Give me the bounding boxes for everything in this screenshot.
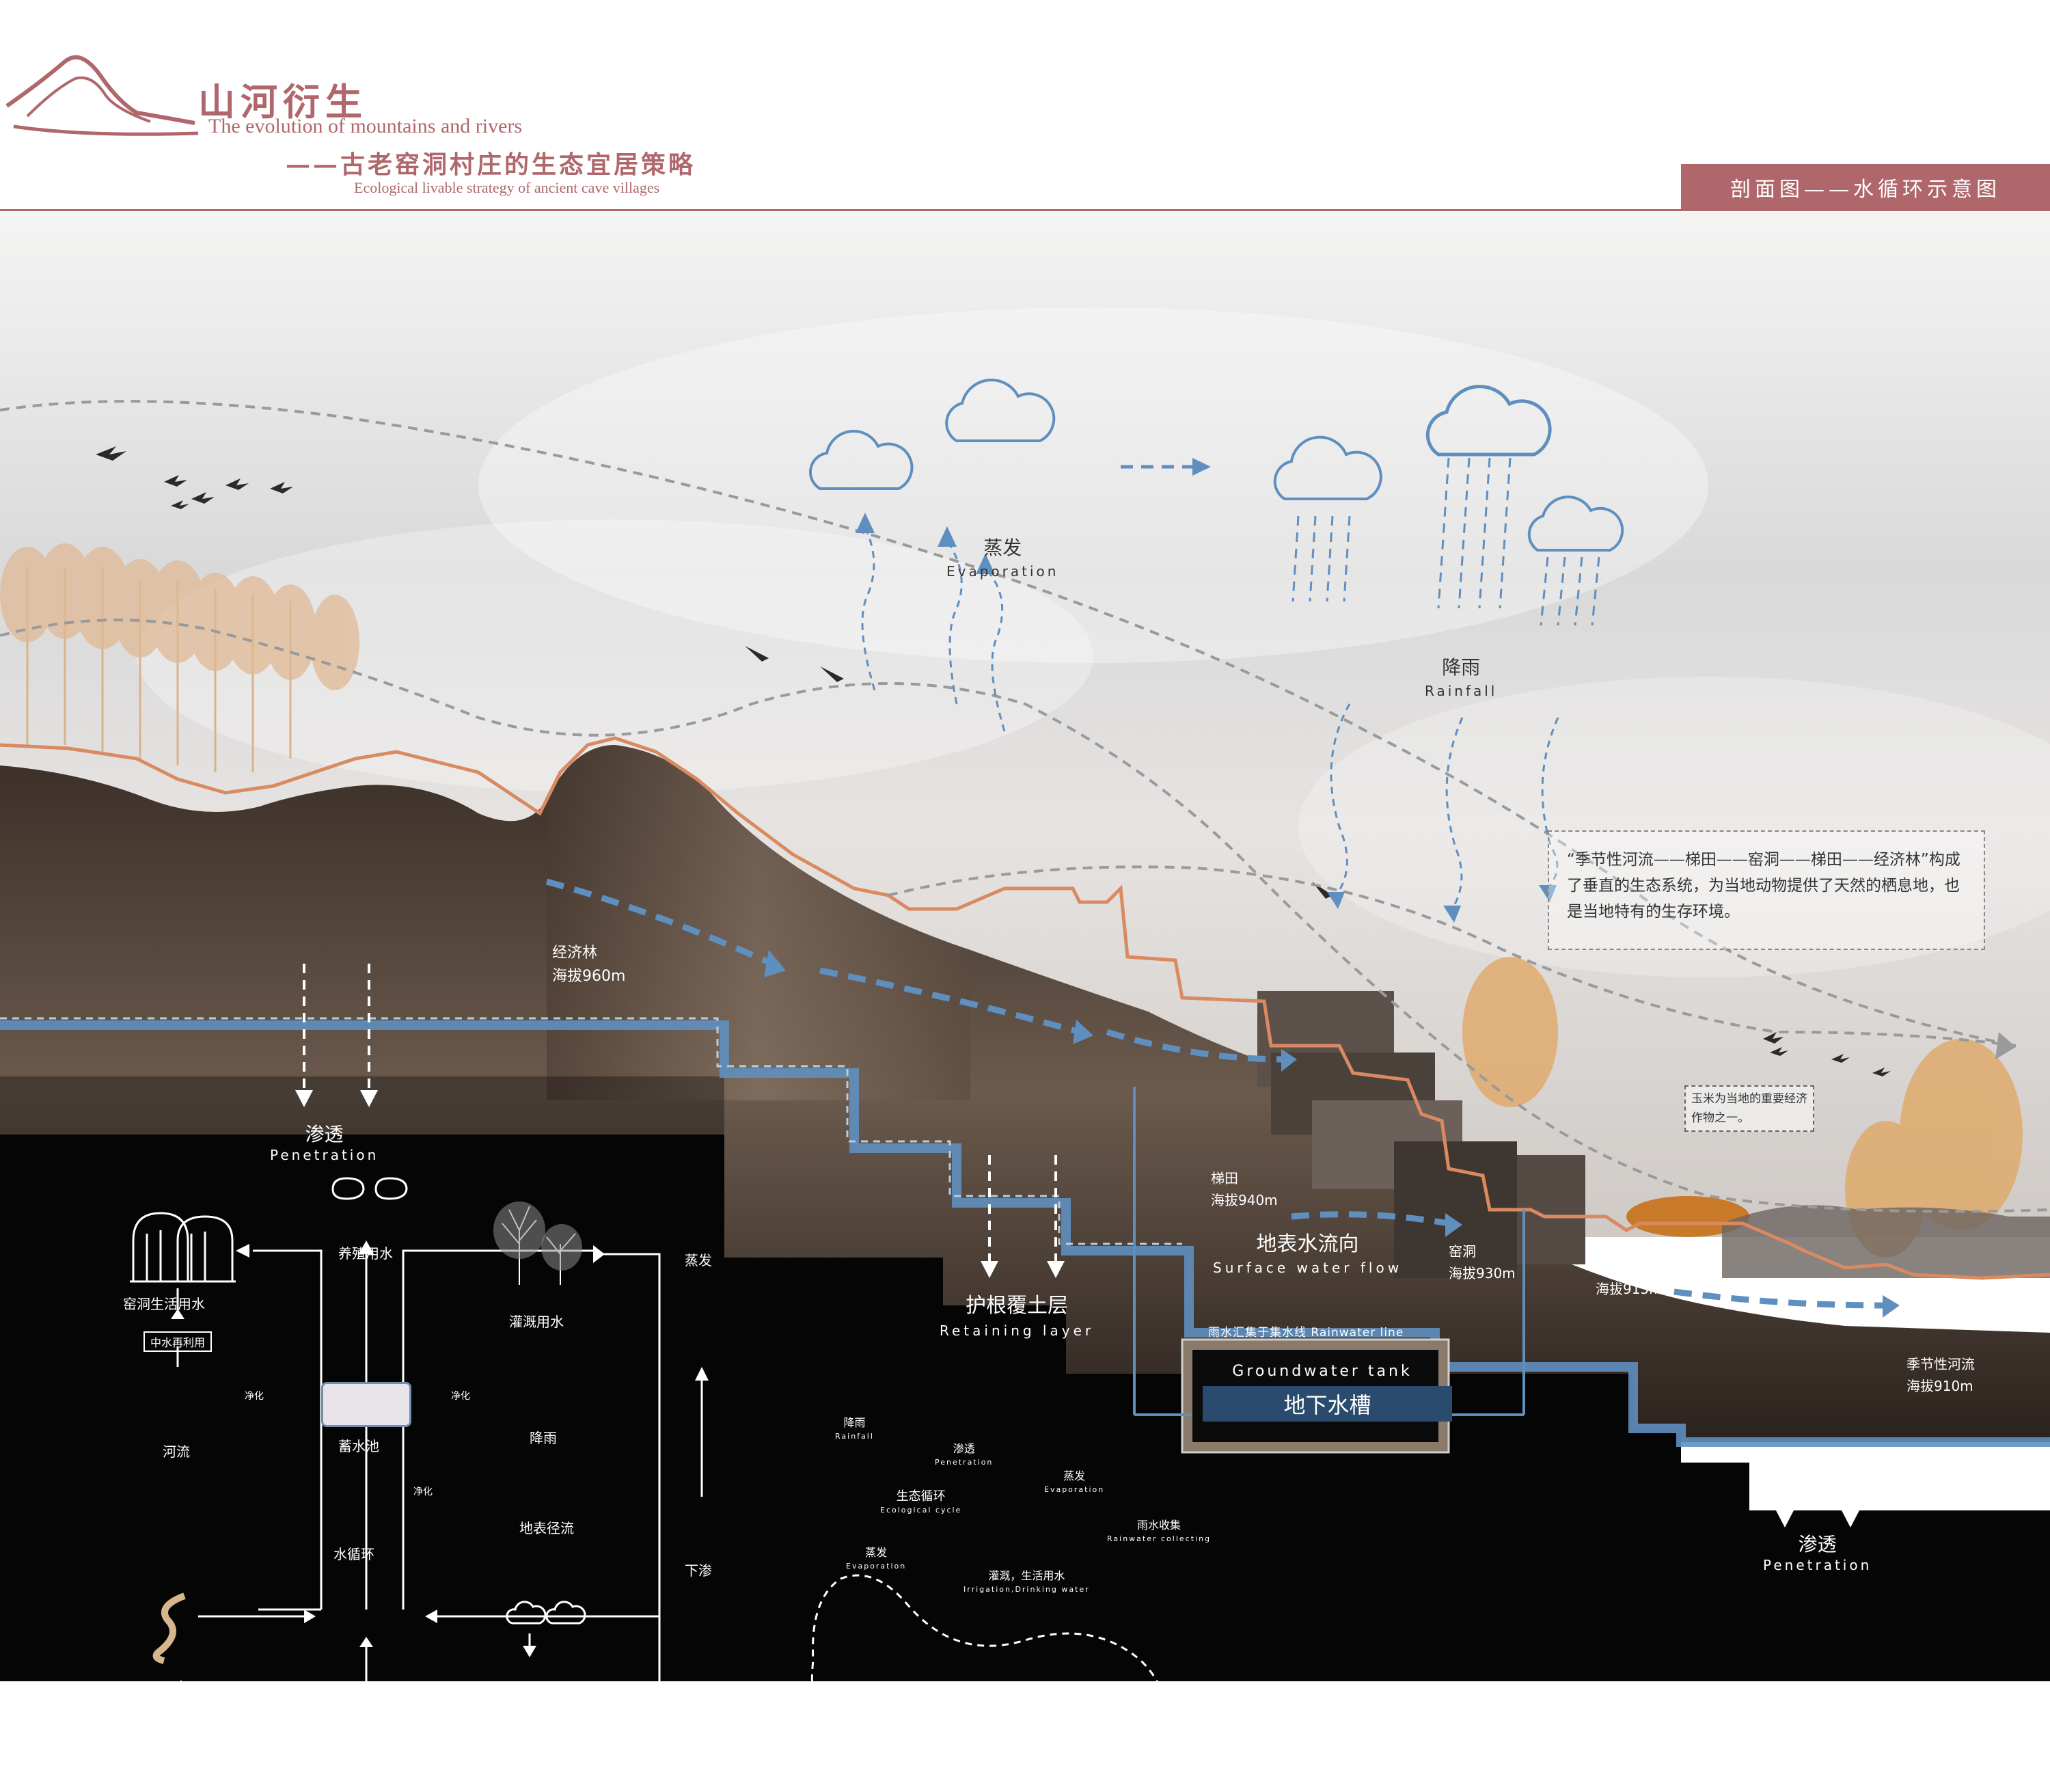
terrain-outline — [0, 736, 2050, 1280]
corn-pile — [1626, 1196, 1749, 1237]
eco-cycle-loop — [810, 1574, 1158, 1681]
wind-arrow — [1121, 458, 1211, 476]
site-label-terrace-lower: 梯田海拔915m — [1596, 1259, 1663, 1297]
header: 山河衍生 The evolution of mountains and rive… — [0, 0, 2050, 212]
surface-flow-arrows — [545, 878, 1887, 1309]
underground — [0, 1135, 2050, 1681]
cloud-icon — [945, 379, 1056, 442]
river-label: 河流 — [163, 1443, 190, 1460]
purify-label-2: 净化 — [451, 1391, 470, 1402]
rain-label: 降雨 — [530, 1430, 557, 1446]
site-label-forest: 经济林海拔960m — [552, 945, 626, 985]
site-label-river: 季节性河流海拔910m — [1906, 1356, 1975, 1394]
cloud-icon — [1273, 435, 1382, 500]
cycle-curve-middle — [0, 619, 2050, 1213]
groundwater-tank-label: 地下水槽 — [1203, 1386, 1452, 1422]
penetration-arrows-left — [303, 964, 370, 1094]
water-cycle-label: 水循环 — [333, 1546, 374, 1562]
reservoir-box — [321, 1382, 411, 1427]
water-use-diagram — [130, 1177, 703, 1681]
penetration-label-left: 渗透 Penetration — [270, 1123, 379, 1163]
cloud-icon — [1527, 495, 1624, 552]
reservoir-label: 蓄水池 — [338, 1438, 379, 1454]
section-tab: 剖面图——水循环示意图 — [1681, 164, 2050, 211]
retaining-arrows — [988, 1155, 1057, 1264]
groundwater-tank-label-en: Groundwater tank — [1232, 1363, 1412, 1380]
page-subtitle-en: Ecological livable strategy of ancient c… — [354, 179, 660, 196]
site-label-cave: 窑洞海拔930m — [1449, 1243, 1516, 1281]
cycle-curve-lower — [888, 865, 2017, 1047]
river-icon — [152, 1592, 186, 1664]
penetration-label-right: 渗透 Penetration — [1763, 1533, 1872, 1573]
rain-streaks — [1292, 457, 1600, 626]
rainfall-arrows — [1330, 703, 1559, 910]
seepage-label: 下渗 — [685, 1562, 712, 1579]
irrigation-water-label: 灌溉用水 — [509, 1314, 564, 1330]
penetration-arrows-right — [1784, 1449, 1852, 1514]
site-label-terrace-upper: 梯田海拔940m — [1211, 1170, 1278, 1208]
cloud-icon — [1425, 385, 1552, 457]
cave-village — [1257, 991, 1585, 1278]
runoff-label: 地表径流 — [519, 1520, 574, 1536]
evaporation-diagram-label: 蒸发 — [685, 1252, 712, 1268]
corn-note: 玉米为当地的重要经济作物之一。 — [1684, 1085, 1814, 1132]
cave-water-label: 窑洞生活用水 — [123, 1296, 205, 1312]
surface-flow-label: 地表水流向 Surface water flow — [1213, 1232, 1403, 1276]
reuse-box: 中水再利用 — [144, 1331, 212, 1352]
ecosystem-note: “季节性河流——梯田——窑洞——梯田——经济林”构成了垂直的生态系统，为当地动物… — [1548, 830, 1985, 950]
rainwater-line-label: 雨水汇集于集水线 Rainwater line — [1208, 1326, 1404, 1340]
breeding-water-label: 养殖用水 — [338, 1245, 393, 1262]
section-illustration — [0, 212, 2050, 1681]
page-title: 山河衍生 — [198, 80, 368, 124]
page-subtitle: ——古老窑洞村庄的生态宜居策略 — [286, 150, 696, 179]
rain-cloud-icon — [506, 1601, 586, 1625]
header-divider — [0, 209, 2050, 211]
page-title-en: The evolution of mountains and rivers — [208, 115, 523, 137]
mountain-logo-icon — [5, 55, 199, 136]
retaining-layer-label: 护根覆土层 Retaining layer — [940, 1294, 1095, 1339]
water-table-line — [0, 1020, 2050, 1447]
cloud-icon — [808, 429, 914, 490]
purify-label-3: 净化 — [413, 1486, 433, 1497]
purify-label-1: 净化 — [245, 1391, 264, 1402]
